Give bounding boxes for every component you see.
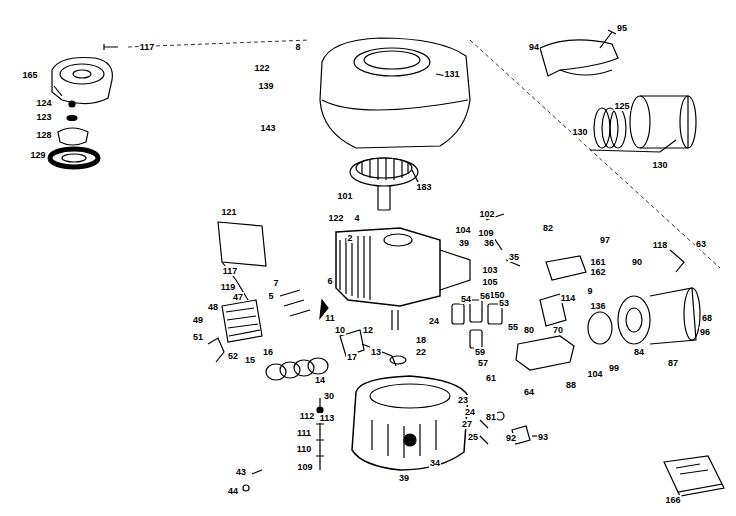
callout-number: 2 xyxy=(346,233,353,243)
callout-number: 128 xyxy=(35,130,52,140)
callout-number: 24 xyxy=(428,316,440,326)
callout-number: 117 xyxy=(222,266,239,276)
callout-number: 109 xyxy=(296,462,313,472)
callout-number: 122 xyxy=(327,213,344,223)
callout-number: 15 xyxy=(244,355,256,365)
callout-number: 8 xyxy=(294,42,301,52)
callout-number: 44 xyxy=(227,486,239,496)
callout-number: 130 xyxy=(651,160,668,170)
callout-number: 136 xyxy=(589,301,606,311)
callout-number: 11 xyxy=(324,313,336,323)
callout-number: 94 xyxy=(528,42,540,52)
callout-number: 23 xyxy=(457,395,469,405)
callout-number: 39 xyxy=(458,238,470,248)
callout-number: 54 xyxy=(460,294,472,304)
callout-number: 27 xyxy=(461,419,473,429)
callout-number: 55 xyxy=(507,322,519,332)
callout-number: 56 xyxy=(479,291,491,301)
callout-number: 95 xyxy=(616,23,628,33)
callout-number: 183 xyxy=(415,182,432,192)
callout-number: 87 xyxy=(667,358,679,368)
callout-number: 166 xyxy=(664,495,681,505)
callout-number: 104 xyxy=(586,369,603,379)
callout-number: 109 xyxy=(477,228,494,238)
callout-number: 68 xyxy=(701,313,713,323)
callout-number: 14 xyxy=(314,375,326,385)
callout-number: 165 xyxy=(21,70,38,80)
callout-number: 161 xyxy=(589,257,606,267)
callout-number: 13 xyxy=(370,347,382,357)
callout-number: 10 xyxy=(334,325,346,335)
callout-number: 61 xyxy=(485,373,497,383)
callout-number: 81 xyxy=(485,412,497,422)
callout-number: 113 xyxy=(319,413,336,423)
callout-number: 64 xyxy=(523,387,535,397)
callout-number: 112 xyxy=(299,411,316,421)
callout-number: 92 xyxy=(505,433,517,443)
callout-number: 131 xyxy=(443,69,460,79)
callout-number: 17 xyxy=(346,352,358,362)
callout-number: 117 xyxy=(139,42,156,52)
callout-number: 125 xyxy=(613,101,630,111)
callout-number: 9 xyxy=(586,286,593,296)
callout-number: 70 xyxy=(552,325,564,335)
callout-number: 24 xyxy=(464,407,476,417)
callout-number: 7 xyxy=(272,278,279,288)
callout-number: 82 xyxy=(542,223,554,233)
callout-number: 130 xyxy=(571,127,588,137)
callout-number: 102 xyxy=(478,209,495,219)
callout-number: 114 xyxy=(560,293,577,303)
callout-number: 139 xyxy=(257,81,274,91)
callout-number: 118 xyxy=(652,240,669,250)
callout-number: 121 xyxy=(220,207,237,217)
callout-number: 25 xyxy=(467,432,479,442)
callout-number: 49 xyxy=(192,315,204,325)
callout-number: 39 xyxy=(398,473,410,483)
callout-number: 53 xyxy=(498,298,510,308)
callout-number: 63 xyxy=(695,239,707,249)
callout-number: 93 xyxy=(537,432,549,442)
callout-number: 22 xyxy=(415,347,427,357)
callout-number: 4 xyxy=(353,213,360,223)
callout-number: 143 xyxy=(259,123,276,133)
callout-number: 99 xyxy=(608,363,620,373)
callout-number: 43 xyxy=(235,467,247,477)
callout-number: 123 xyxy=(35,112,52,122)
callout-number: 111 xyxy=(296,428,312,438)
callout-number: 105 xyxy=(481,277,498,287)
callout-number: 96 xyxy=(699,327,711,337)
callout-number: 16 xyxy=(262,347,274,357)
callout-number: 48 xyxy=(207,302,219,312)
callout-number: 101 xyxy=(336,191,353,201)
callout-number: 35 xyxy=(508,252,520,262)
callout-number: 30 xyxy=(323,391,335,401)
callout-number: 110 xyxy=(296,444,313,454)
callout-number: 119 xyxy=(220,282,237,292)
callout-number: 5 xyxy=(267,291,274,301)
callout-number: 97 xyxy=(599,235,611,245)
callout-number: 162 xyxy=(589,267,606,277)
callout-number: 84 xyxy=(633,347,645,357)
callout-number: 88 xyxy=(565,380,577,390)
callout-number: 6 xyxy=(326,276,333,286)
callout-number: 122 xyxy=(253,63,270,73)
callout-number: 36 xyxy=(483,238,495,248)
callout-number: 52 xyxy=(227,351,239,361)
callout-number: 18 xyxy=(415,335,427,345)
callout-number: 129 xyxy=(29,150,46,160)
callout-number: 34 xyxy=(429,458,441,468)
callout-number: 51 xyxy=(192,332,204,342)
callout-number: 47 xyxy=(232,292,244,302)
callout-number: 80 xyxy=(523,325,535,335)
callout-number: 90 xyxy=(631,257,643,267)
callout-number: 124 xyxy=(35,98,52,108)
callout-number: 57 xyxy=(477,358,489,368)
callout-number: 103 xyxy=(481,265,498,275)
callout-number: 104 xyxy=(454,225,471,235)
callout-number: 12 xyxy=(362,325,374,335)
callout-number: 59 xyxy=(474,347,486,357)
